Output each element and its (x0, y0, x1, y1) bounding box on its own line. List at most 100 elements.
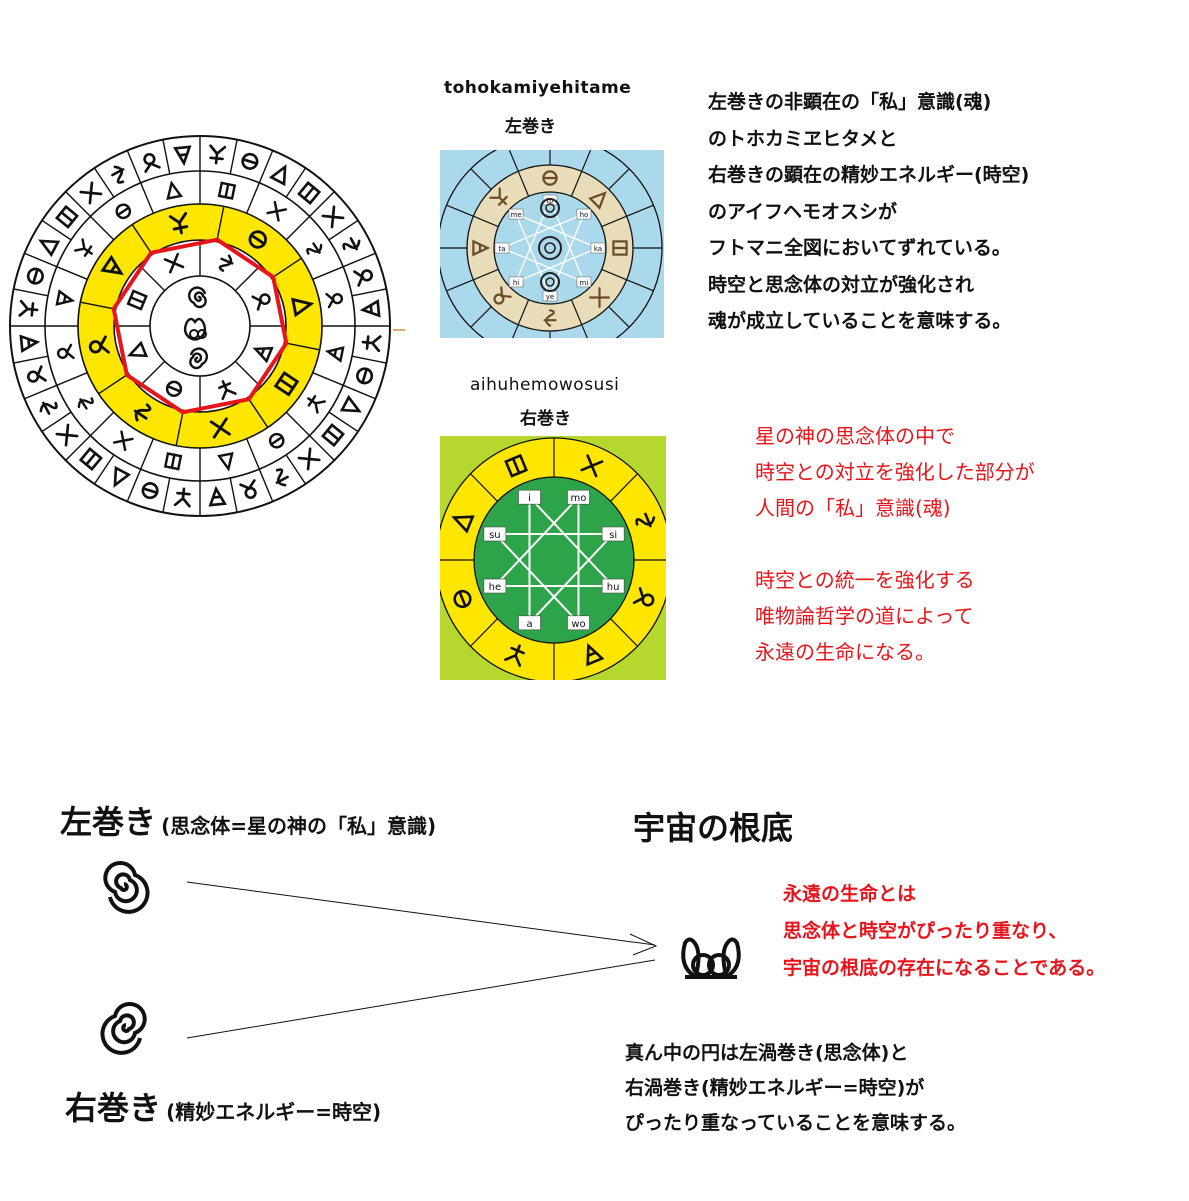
second-ring-glyph-icon (307, 395, 326, 414)
outer-ring-glyph-icon (78, 447, 103, 471)
yellow-ring-glyph-icon (88, 335, 110, 354)
bl-ring-glyph-icon (453, 589, 472, 609)
yellow-ring-glyph-icon (209, 417, 231, 439)
tl-node-label: ye (546, 293, 554, 301)
description-top-line: のトホカミヱヒタメと (708, 127, 898, 150)
tl-node-label: ta (498, 245, 505, 253)
tl-diagram-label: tohokamiyehitame (444, 78, 632, 98)
outer-ring-glyph-icon (143, 152, 161, 173)
second-ring-glyph-icon (306, 242, 323, 255)
second-ring-glyph-icon (324, 346, 345, 363)
inner-ring-glyph-icon (218, 380, 237, 401)
bl-node-box (567, 489, 590, 505)
bl-node-box (483, 578, 507, 594)
bl-ring-glyph-icon (504, 453, 528, 478)
tl-node-box (508, 276, 524, 288)
tl-node-box (508, 208, 524, 220)
second-ring-glyph-icon (163, 452, 183, 471)
tl-node-box (494, 242, 510, 254)
left-spiral-title-main: 左巻き (60, 803, 157, 841)
right-spiral-title: 右巻き (精妙エネルギー=時空) (65, 1083, 381, 1129)
left-spiral-title-note: (思念体=星の神の「私」意識) (161, 814, 437, 838)
bl-node-box (518, 489, 541, 505)
outer-ring-glyph-icon (339, 394, 362, 413)
description-red-line: 時空との統一を強化する (755, 568, 975, 592)
inner-ring-glyph-icon (126, 340, 149, 358)
outer-ring-glyph-icon (141, 482, 159, 500)
tl-top-spiral-icon (540, 198, 560, 218)
outer-ring-glyph-icon (361, 335, 382, 353)
outer-ring-glyph-icon (18, 299, 39, 317)
outer-ring-glyph-icon (208, 485, 227, 507)
tl-diagram-sublabel: 左巻き (505, 117, 556, 137)
tl-node-box (590, 242, 606, 254)
center-right-spiral-icon (189, 347, 209, 370)
bl-node-label: su (489, 530, 501, 541)
second-ring-glyph-icon (55, 289, 76, 306)
tohokami-diagram: tohokamiyehitame (440, 150, 664, 338)
outer-ring-glyph-icon (353, 269, 374, 287)
description-red-line: 永遠の生命になる。 (755, 640, 935, 664)
bl-node-box (601, 578, 625, 594)
description-top-line: 右巻きの顕在の精妙エネルギー(時空) (708, 164, 1030, 186)
center-overlap-icon (183, 317, 207, 341)
second-ring-glyph-icon (74, 238, 93, 257)
description-red-line: 時空との対立を強化した部分が (755, 460, 1035, 484)
tl-node-label: hi (513, 279, 519, 287)
description-top-line: 左巻きの非顕在の「私」意識(魂) (708, 91, 992, 113)
second-ring-glyph-icon (77, 397, 94, 410)
yellow-ring-glyph-icon (248, 230, 268, 249)
bl-node-box (518, 615, 541, 631)
outer-ring-glyph-icon (321, 205, 345, 229)
description-red-line: 唯物論哲学の道によって (755, 604, 974, 628)
inner-ring-glyph-icon (163, 252, 185, 274)
arrow-upper-line (186, 881, 656, 946)
bl-node-label: wo (571, 619, 585, 630)
description-top-line: のアイフヘモオスシが (708, 200, 898, 223)
eternal-life-text: 永遠の生命とは思念体と時空がぴったり重なり、宇宙の根底の存在になることである。 (783, 876, 1105, 987)
outer-ring-glyph-icon (297, 181, 322, 205)
outer-ring-glyph-icon (79, 181, 103, 205)
description-top-line: 魂が成立していることを意味する。 (708, 310, 1012, 332)
second-ring-glyph-icon (112, 430, 134, 452)
yellow-ring-glyph-icon (290, 297, 315, 318)
inner-ring-glyph-icon (218, 254, 234, 272)
center-circle-line: 真ん中の円は左渦巻き(思念体)と (625, 1042, 909, 1064)
outer-ring-glyph-icon (321, 423, 345, 448)
second-ring-glyph-icon (217, 181, 237, 200)
right-spiral-title-note: (精妙エネルギー=時空) (166, 1100, 382, 1124)
tl-ring-glyph-icon (543, 309, 557, 327)
outer-ring-glyph-icon (19, 334, 41, 353)
bl-node-label: hu (607, 582, 620, 593)
outer-ring-glyph-icon (241, 152, 259, 170)
outer-ring-glyph-icon (239, 479, 257, 500)
outer-ring-glyph-icon (173, 487, 191, 508)
tl-ring-glyph-icon (472, 239, 491, 257)
tl-node-label: ho (580, 211, 589, 219)
second-ring-glyph-icon (217, 451, 234, 472)
tl-ring-glyph-icon (589, 287, 610, 308)
outer-ring-glyph-icon (356, 367, 374, 385)
bl-ring-glyph-icon (586, 642, 605, 667)
outer-ring-glyph-icon (39, 401, 58, 415)
cosmos-base-title: 宇宙の根底 (633, 809, 794, 847)
bl-ring-glyph-icon (451, 515, 475, 534)
inner-ring-glyph-icon (252, 346, 274, 364)
yellow-ring-glyph-icon (100, 254, 124, 276)
inner-ring-glyph-icon (165, 380, 183, 397)
inner-ring-glyph-icon (251, 293, 271, 311)
bl-node-box (567, 615, 590, 631)
bl-ring-glyph-icon (632, 587, 655, 607)
futomani-wheel (9, 135, 405, 517)
outer-ring-glyph-icon (55, 204, 79, 229)
bl-node-label: a (526, 619, 532, 630)
left-spiral-icon (103, 861, 150, 914)
second-ring-glyph-icon (56, 343, 75, 360)
description-red: 星の神の思念体の中で時空との対立を強化した部分が人間の「私」意識(魂) 時空との… (755, 418, 1035, 670)
outer-ring-glyph-icon (38, 239, 61, 258)
bl-ring-glyph-icon (635, 512, 656, 528)
overlap-symbol-icon (681, 937, 741, 979)
inner-ring-glyph-icon (126, 289, 148, 311)
outer-ring-glyph-icon (275, 468, 289, 487)
